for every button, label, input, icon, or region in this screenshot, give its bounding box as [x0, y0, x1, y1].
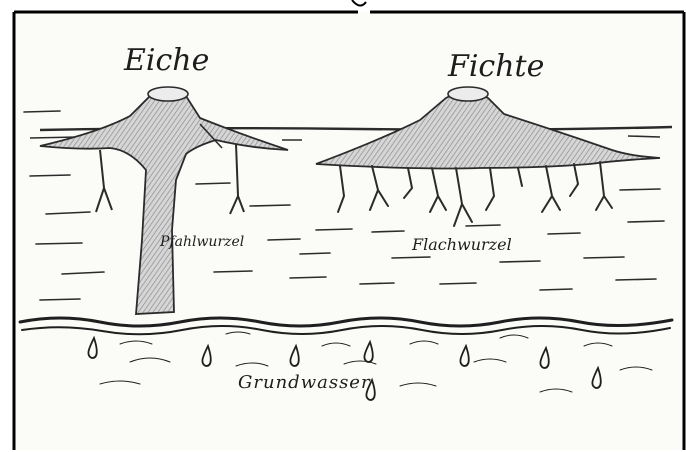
label-groundwater: Grundwasser	[238, 372, 371, 393]
spruce-cut-surface	[448, 87, 488, 101]
oak-cut-surface	[148, 87, 188, 101]
label-shallow-root: Flachwurzel	[411, 235, 512, 254]
label-oak: Eiche	[123, 43, 209, 78]
label-spruce: Fichte	[447, 49, 544, 84]
top-scribble	[352, 0, 366, 6]
label-taproot: Pfahlwurzel	[159, 234, 244, 250]
